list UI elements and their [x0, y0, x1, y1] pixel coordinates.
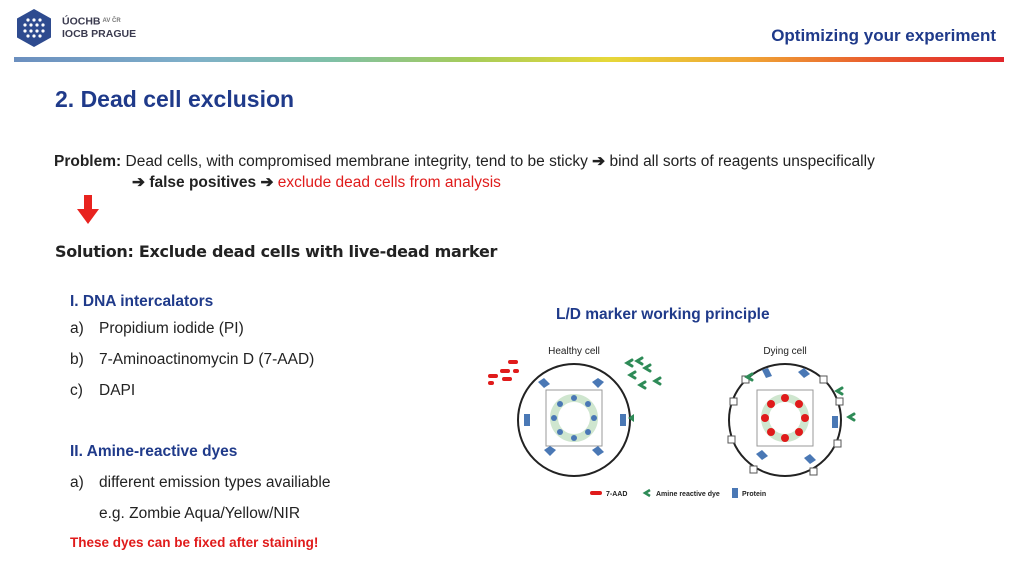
rainbow-divider [14, 57, 1004, 62]
solution-statement: Solution: Exclude dead cells with live-d… [55, 242, 498, 261]
list-item: b) 7-Aminoactinomycin D (7-AAD) [70, 351, 314, 369]
free-amine-dye-icon [624, 356, 662, 390]
diagram-legend: 7-AAD Amine reactive dye Protein [590, 488, 766, 498]
dying-cell [727, 363, 856, 477]
list-item-label: a) [70, 320, 84, 337]
list-item-text: Propidium iodide (PI) [99, 320, 244, 337]
legend-amine-dye-label: Amine reactive dye [656, 491, 720, 498]
legend-amine-dye-icon [642, 488, 651, 498]
problem-text-2: bind all sorts of reagents unspecificall… [609, 153, 875, 170]
list-item: a) different emission types availiable [70, 474, 330, 492]
legend-7aad-label: 7-AAD [606, 491, 627, 498]
logo-line1-sub: AV ČR [102, 17, 121, 24]
problem-text-3: false positives [149, 174, 257, 191]
list-item-text: 7-Aminoactinomycin D (7-AAD) [99, 351, 315, 368]
list-item-text: DAPI [99, 382, 136, 399]
list-item: c) DAPI [70, 382, 135, 400]
legend-protein-icon [732, 488, 738, 498]
amine-example: e.g. Zombie Aqua/Yellow/NIR [99, 505, 301, 522]
diagram-title: L/D marker working principle [556, 306, 770, 323]
problem-text-4: exclude dead cells from analysis [277, 174, 501, 191]
list-item-label: b) [70, 351, 84, 368]
problem-text-1: Dead cells, with compromised membrane in… [125, 153, 588, 170]
list-item-label: c) [70, 382, 83, 399]
logo-line2: IOCB PRAGUE [62, 28, 137, 41]
amine-dyes-heading: II. Amine-reactive dyes [70, 443, 238, 460]
healthy-cell-label: Healthy cell [548, 346, 600, 357]
list-item: a) Propidium iodide (PI) [70, 320, 244, 338]
dna-intercalators-heading: I. DNA intercalators [70, 293, 214, 310]
list-item-label: a) [70, 474, 84, 491]
iocb-logo-mark-icon [17, 9, 51, 47]
problem-statement: Problem: Dead cells, with compromised me… [54, 151, 875, 193]
legend-protein-label: Protein [742, 491, 766, 498]
list-item-text: different emission types availiable [99, 474, 331, 491]
legend-7aad-icon [590, 491, 602, 495]
section-title: 2. Dead cell exclusion [55, 86, 295, 112]
fixation-note: These dyes can be fixed after staining! [70, 535, 319, 550]
right-arrow-icon: ➔ [260, 174, 274, 191]
problem-label: Problem: [54, 153, 122, 170]
right-arrow-icon: ➔ [132, 174, 145, 191]
healthy-cell [517, 363, 634, 477]
header-title: Optimizing your experiment [771, 26, 996, 45]
free-7aad-icon [488, 360, 519, 385]
problem-line-2: ➔ false positives ➔ exclude dead cells f… [54, 172, 875, 193]
problem-line-1: Problem: Dead cells, with compromised me… [54, 151, 875, 172]
dying-cell-label: Dying cell [763, 346, 806, 357]
logo-line1: ÚOCHB [62, 15, 101, 28]
ld-marker-diagram: Healthy cell Dying cell [488, 346, 856, 498]
down-arrow-icon [77, 195, 99, 224]
right-arrow-icon: ➔ [592, 153, 606, 170]
